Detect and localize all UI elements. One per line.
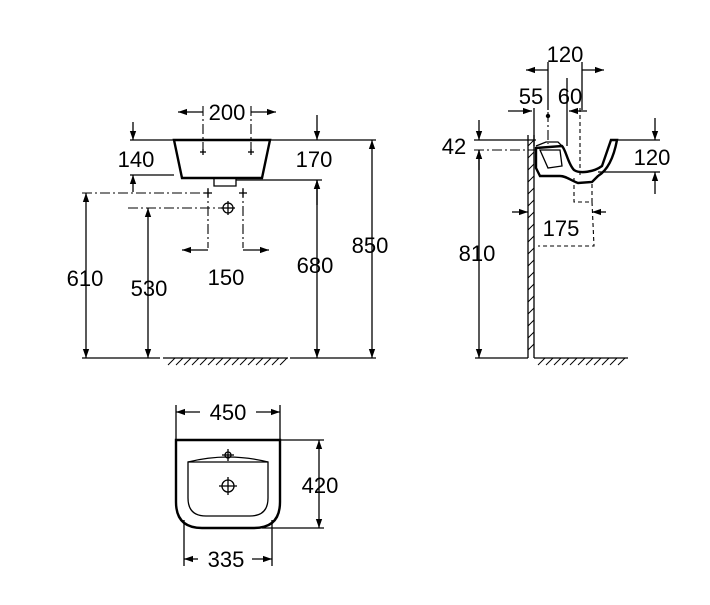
dim-850-label: 850 [352,233,389,258]
front-siphon-marks [204,189,247,215]
side-wall-hatch [527,139,535,351]
side-basin-inner-rim [538,149,563,169]
front-floor-hatch [167,357,288,366]
front-view: 200 140 170 150 610 530 680 850 [67,100,389,366]
front-basin-drain-stub [213,178,237,187]
side-tap-dot [545,113,551,119]
dim-150-label: 150 [208,265,245,290]
dim-175-label: 175 [543,216,580,241]
dim-420-label: 420 [302,473,339,498]
dim-200-label: 200 [209,100,246,125]
front-basin-outline [172,138,272,180]
top-basin-inner-bowl [187,461,269,517]
side-basin-tap-body [535,141,563,147]
dim-42-label: 42 [442,134,466,159]
top-basin-outline [174,438,282,530]
dim-810-label: 810 [459,241,496,266]
dim-610-label: 610 [67,266,104,291]
dim-450-label: 450 [210,400,247,425]
side-view: 120 55 60 42 120 175 810 [442,42,671,366]
side-hidden-siphon [538,178,595,247]
dim-140-label: 140 [118,147,155,172]
side-basin-profile [534,138,619,185]
dim-530-label: 530 [131,276,168,301]
side-floor-hatch [537,357,626,366]
top-drain-hole [219,477,237,495]
dim-680-label: 680 [297,253,334,278]
front-tap-hole-marks [200,149,254,155]
dim-120-top-label: 120 [547,42,584,67]
dim-60-label: 60 [558,84,582,109]
dim-55-label: 55 [519,84,543,109]
top-view: 450 420 335 [174,400,339,572]
dim-170-label: 170 [296,147,333,172]
dim-120-right-label: 120 [634,145,671,170]
dim-335-label: 335 [208,547,245,572]
top-tap-hole [222,449,234,461]
